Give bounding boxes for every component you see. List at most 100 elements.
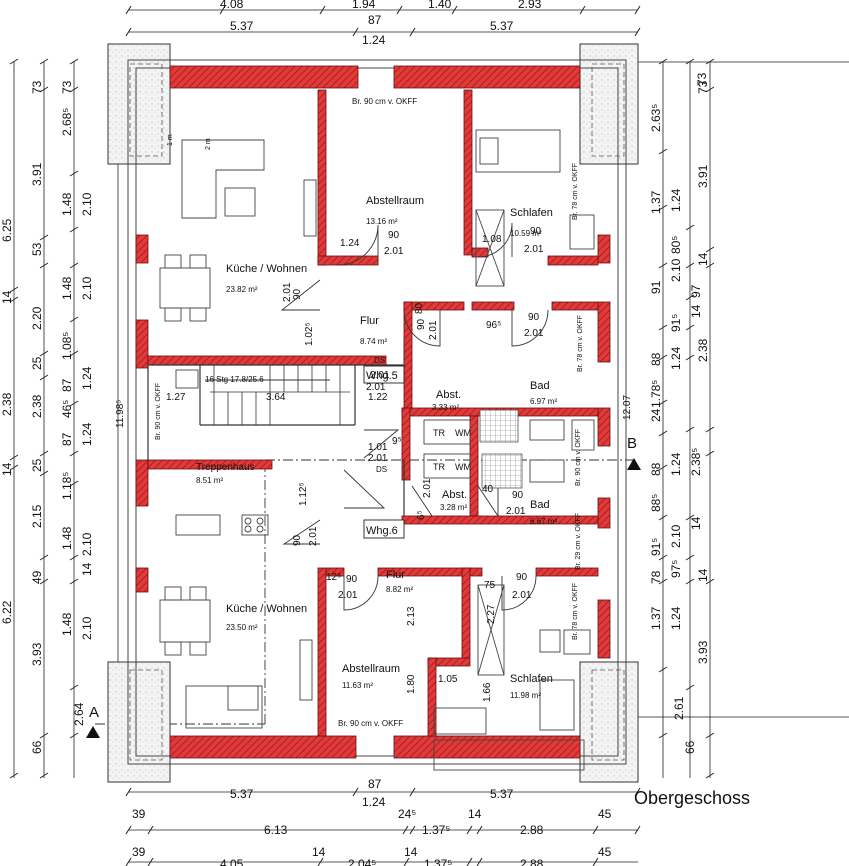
dim-ri-21: 14 [689, 516, 703, 530]
dim-bot-13: 14 [312, 845, 326, 859]
room-name-kueche-bottom: Küche / Wohnen [226, 603, 307, 615]
dim-in-6: 2.01 [524, 244, 544, 255]
dim-in-31: 90 [346, 574, 358, 585]
dim-in-38: 1.66 [482, 682, 493, 702]
dim-li-11: 87 [60, 432, 74, 446]
room-name-flur-bottom: Flur [386, 569, 405, 581]
dim-li-16: 14 [80, 562, 94, 576]
dim-in-18: 3.64 [266, 392, 286, 403]
dim-in-34: 1.80 [406, 674, 417, 694]
dim-in-26: 2.01 [308, 526, 319, 546]
dim-lm-4: 2.20 [30, 306, 44, 330]
outline [127, 59, 627, 765]
dim-in-32: 2.01 [338, 590, 358, 601]
dim-ri-15: 88 [649, 462, 663, 476]
partitions [147, 364, 405, 516]
dim-ri-19: 2.10 [669, 524, 683, 548]
dim-li-3: 1.48 [60, 192, 74, 216]
furniture [159, 129, 595, 771]
dim-bot-7: 14 [468, 807, 482, 821]
dim-in-7: 90 [528, 312, 540, 323]
room-area-abst-bottom: 3.28 m² [440, 503, 467, 512]
room-name-kueche-top: Küche / Wohnen [226, 263, 307, 275]
dim-in-27: 2.01 [422, 478, 433, 498]
stair-label: 16 Stg 17.8/25.6 [205, 375, 264, 384]
dim-in-40: 90 [516, 572, 528, 583]
dim-in-2: 90 [388, 230, 400, 241]
room-name-abstell-top: Abstellraum [366, 195, 424, 207]
room-area-schlafen-top: 10.59 m² [510, 229, 542, 238]
room-area-kueche-bottom: 23.50 m² [226, 623, 258, 632]
dim-ro-1: 73 [696, 80, 710, 94]
dim-in-29: 2.01 [506, 506, 526, 517]
dim-bot-11: 2.88 [520, 823, 544, 837]
dim-ri-24: 1.37 [649, 606, 663, 630]
dim-ri-26: 2.61 [672, 696, 686, 720]
dormer-1m-label: 1 m [167, 134, 174, 146]
dim-in-13: 2.01 [428, 320, 439, 340]
dim-li-13: 1.18⁵ [60, 472, 74, 500]
dim-in-12: 90 [416, 318, 427, 330]
window-note-schlafen-bottom: Br. 78 cm v. OKFF [572, 583, 579, 640]
dim-in-25: 90 [292, 534, 303, 546]
dormer-bottom-right [579, 661, 639, 783]
walls [135, 65, 611, 759]
window-note-schlafen-top: Br. 78 cm v. OKFF [572, 163, 579, 220]
room-area-bad-top: 6.97 m² [530, 397, 557, 406]
room-area-flur-top: 8.74 m² [360, 337, 387, 346]
dim-li-5: 1.48 [60, 276, 74, 300]
dim-lm-6: 2.38 [30, 394, 44, 418]
window-note-stair: Br. 90 cm v. OKFF [155, 383, 162, 440]
staircase [205, 365, 350, 425]
dim-in-10: 2.01 [282, 282, 293, 302]
dim-ro-6: 3.93 [696, 640, 710, 664]
room-name-flur-top: Flur [360, 315, 379, 327]
dim-ri-13: 1.78⁵ [649, 380, 663, 408]
dim-li-14: 1.48 [60, 526, 74, 550]
dim-in-28: 90 [512, 490, 524, 501]
dim-bot-18: 1.37⁵ [424, 857, 452, 866]
dim-in-21: 1.01 [368, 442, 388, 453]
dim-ro-4: 2.38 [696, 338, 710, 362]
dim-ri-10: 14 [689, 304, 703, 318]
dim-in-22: 9⁵ [392, 436, 402, 447]
section-marker-a: A [86, 704, 100, 738]
dim-ri-4: 1.24 [669, 188, 683, 212]
dim-ri-22: 91⁵ [649, 538, 663, 556]
dim-right-overall: 12.07 [622, 395, 633, 420]
dormer-top-left [107, 43, 171, 165]
dim-bot-16: 4.05 [220, 857, 244, 866]
dim-in-37: 75 [484, 580, 496, 591]
room-area-kueche-top: 23.82 m² [226, 285, 258, 294]
dim-lm-5: 25 [30, 356, 44, 370]
section-lines [95, 459, 634, 725]
dim-ri-25: 1.24 [669, 606, 683, 630]
dim-in-35: 2.13 [406, 606, 417, 626]
dim-ri-3: 1.37 [649, 190, 663, 214]
room-area-treppenhaus: 8.51 m² [196, 476, 223, 485]
tr-label-2: TR [433, 462, 445, 472]
ds-label-1: DS [374, 356, 385, 365]
dim-ri-12: 1.24 [669, 346, 683, 370]
dim-in-16: 2.01 [366, 382, 386, 393]
wm-label-2: WM [455, 462, 471, 472]
dim-bot-1: 5.37 [230, 787, 254, 801]
dim-bot-9: 6.13 [264, 823, 288, 837]
dim-li-4: 2.10 [80, 192, 94, 216]
dim-lo-3: 2.38 [0, 392, 14, 416]
dim-top-7: 5.37 [490, 19, 514, 33]
dim-top-1: 4.08 [220, 0, 244, 11]
dim-lo-1: 6.25 [0, 218, 14, 242]
dormer-frames [129, 63, 625, 761]
dim-ri-7: 97 [689, 284, 703, 298]
dim-in-4: 1.08 [482, 234, 502, 245]
room-name-schlafen-bottom: Schlafen [510, 673, 553, 685]
dim-top-8: 1.24 [362, 33, 386, 47]
dim-li-9: 1.24 [80, 366, 94, 390]
dim-bot-4: 1.24 [362, 795, 386, 809]
room-name-abst-bottom: Abst. [442, 489, 467, 501]
dim-bot-2: 87 [368, 777, 382, 791]
dim-ri-6: 2.10 [669, 258, 683, 282]
dim-lo-4: 14 [0, 462, 14, 476]
room-name-bad-top: Bad [530, 380, 550, 392]
